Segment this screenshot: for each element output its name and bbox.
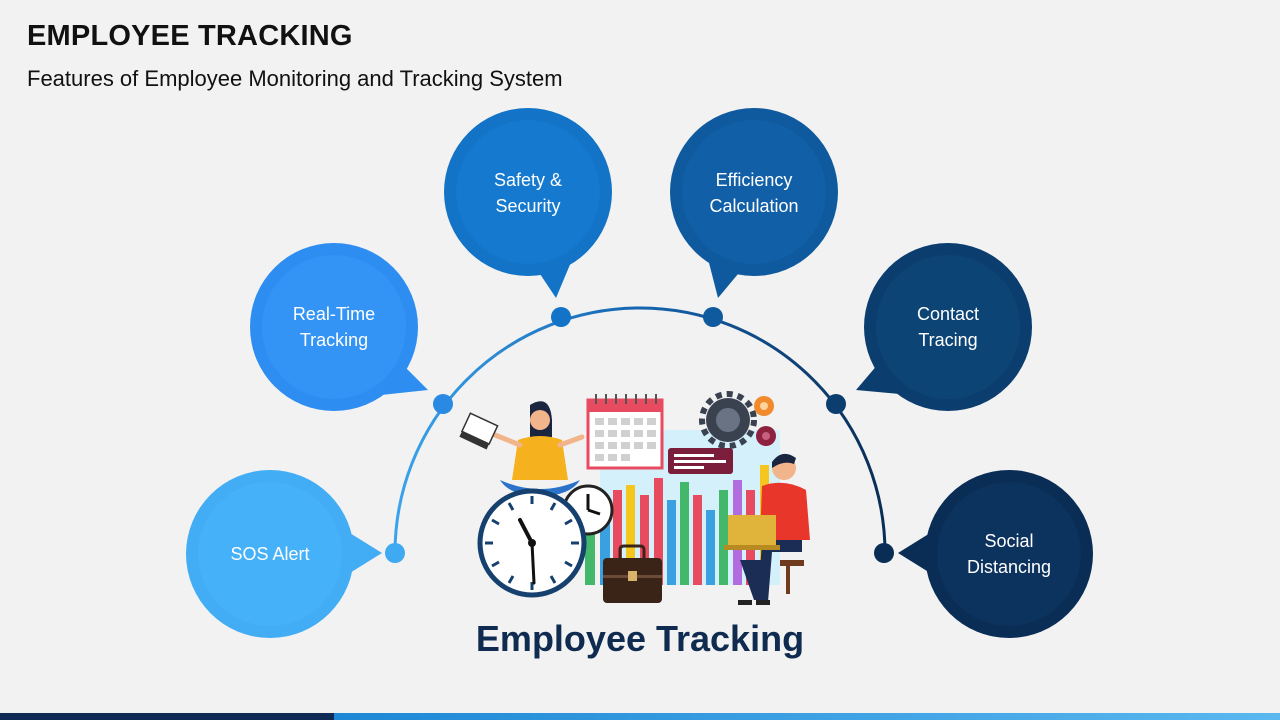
man-with-laptop-icon: [724, 453, 810, 605]
clock-icon: [477, 488, 587, 598]
arc-node-real-time-tracking: [433, 394, 453, 414]
arc-node-safety-security: [551, 307, 571, 327]
arc-node-contact-tracing: [826, 394, 846, 414]
briefcase-icon: [603, 544, 662, 603]
feature-bubble-efficiency-calculation: Efficiency Calculation: [670, 108, 838, 298]
bottom-accent-dark: [0, 713, 334, 720]
bubble-inner: [456, 120, 600, 264]
center-label: Employee Tracking: [476, 618, 804, 659]
slide-title: EMPLOYEE TRACKING: [27, 20, 353, 52]
bubble-label-line2: Tracing: [918, 330, 977, 350]
bubble-label-line2: Security: [495, 196, 560, 216]
bubble-label-line1: Efficiency: [716, 170, 793, 190]
gears-icon: [699, 391, 776, 449]
bubble-label-line2: Distancing: [967, 557, 1051, 577]
slide-subtitle: Features of Employee Monitoring and Trac…: [27, 66, 563, 91]
woman-with-laptop-icon: [459, 401, 585, 496]
bubble-label-line1: SOS Alert: [230, 544, 309, 564]
calendar-icon: [586, 394, 664, 470]
bottom-accent-light: [334, 713, 1280, 720]
bubble-label-line1: Contact: [917, 304, 979, 324]
bubble-inner: [876, 255, 1020, 399]
bubble-label-line2: Tracking: [300, 330, 368, 350]
feature-bubble-real-time-tracking: Real-Time Tracking: [250, 243, 428, 411]
feature-bubble-social-distancing: Social Distancing: [898, 470, 1093, 638]
bubble-inner: [262, 255, 406, 399]
arc-node-efficiency-calculation: [703, 307, 723, 327]
message-card-icon: [668, 448, 733, 474]
feature-bubble-safety-security: Safety & Security: [444, 108, 612, 298]
feature-bubble-sos-alert: SOS Alert: [186, 470, 382, 638]
bubble-inner: [937, 482, 1081, 626]
bubble-inner: [682, 120, 826, 264]
arc-node-social-distancing: [874, 543, 894, 563]
bubble-label-line2: Calculation: [709, 196, 798, 216]
arc-node-sos-alert: [385, 543, 405, 563]
employee-tracking-illustration: [459, 391, 810, 605]
bubble-label-line1: Real-Time: [293, 304, 375, 324]
bubble-label-line1: Social: [984, 531, 1033, 551]
bubble-pointer: [345, 530, 382, 576]
connector-arc: [393, 306, 887, 554]
bubble-inner: [198, 482, 342, 626]
bottom-accent-bar: [0, 713, 1280, 720]
feature-bubble-contact-tracing: Contact Tracing: [856, 243, 1032, 411]
bubble-label-line1: Safety &: [494, 170, 562, 190]
